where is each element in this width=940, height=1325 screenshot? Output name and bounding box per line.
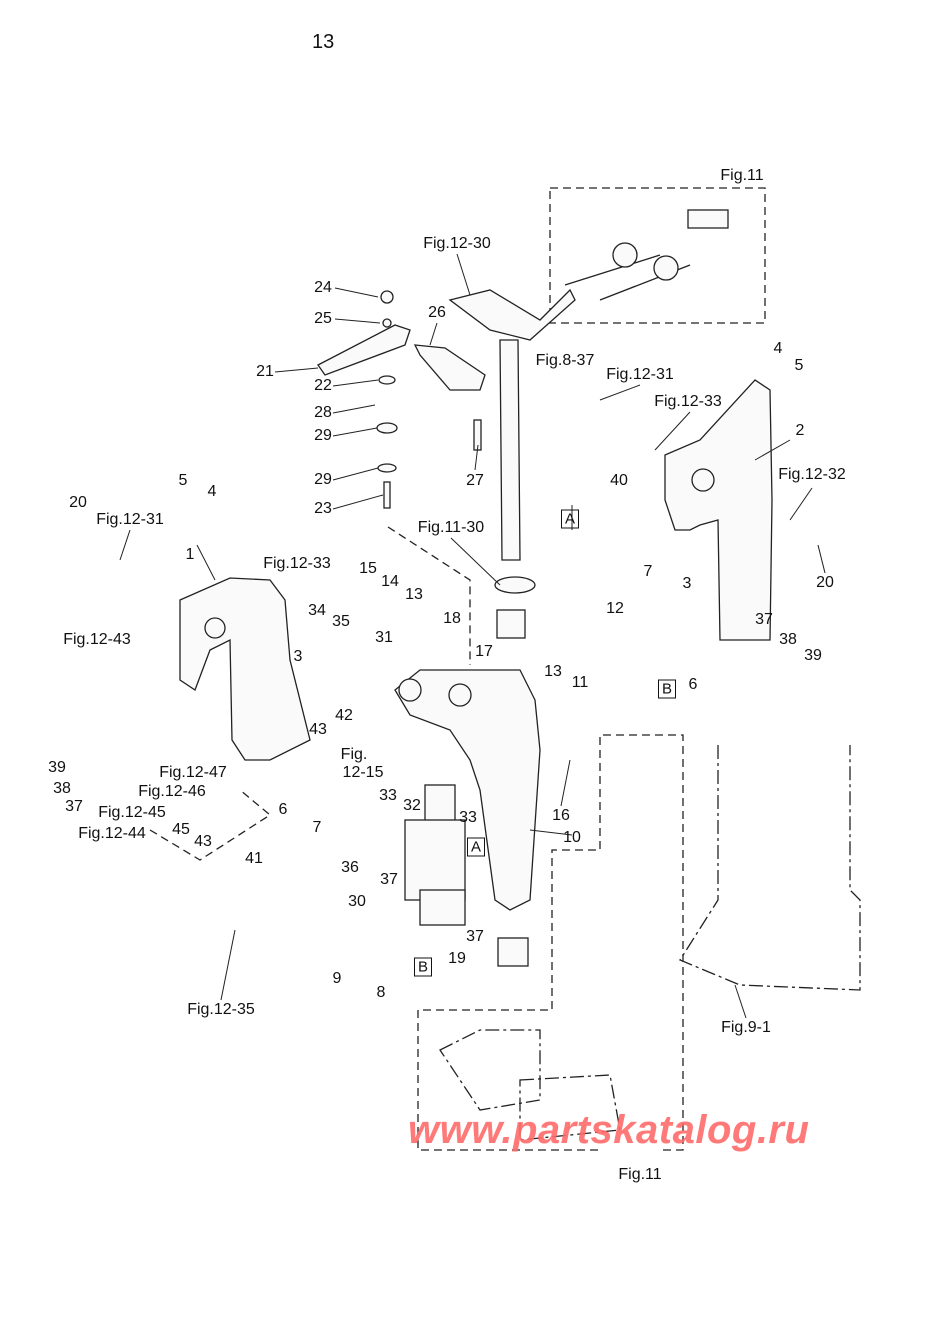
part-number-callout: 3 (293, 648, 303, 665)
part-number-callout: 15 (359, 560, 377, 577)
part-number-callout: 33 (379, 787, 397, 804)
part-number-callout: 10 (563, 829, 581, 846)
part-number-callout: 37 (65, 798, 83, 815)
part-number-callout: 26 (428, 304, 446, 321)
part-number-callout: 17 (475, 643, 493, 660)
part-number-callout: 8 (376, 984, 386, 1001)
part-number-callout: 12-15 (342, 764, 384, 781)
figure-reference-label: Fig.12-43 (63, 631, 131, 648)
figure-reference-label: Fig.12-30 (423, 235, 491, 252)
part-number-callout: 9 (332, 970, 342, 987)
figure-reference-label: Fig.9-1 (721, 1019, 771, 1036)
part-number-callout: 31 (375, 629, 393, 646)
part-number-callout: 27 (466, 472, 484, 489)
part-number-callout: 33 (459, 809, 477, 826)
figure-reference-label: Fig.11-30 (417, 519, 485, 536)
figure-reference-label: Fig.12-47 (159, 764, 227, 781)
part-number-callout: 24 (314, 279, 332, 296)
dashed-groups (149, 187, 766, 1151)
part-number-callout: 30 (348, 893, 366, 910)
part-number-callout: 40 (610, 472, 628, 489)
part-number-callout: 29 (314, 427, 332, 444)
part-number-callout: 14 (381, 573, 399, 590)
figure-reference-label: Fig.12-33 (263, 555, 331, 572)
swivel-bracket (394, 669, 541, 911)
figure-reference-label: Fig.11 (720, 167, 764, 184)
part-number-callout: 37 (755, 611, 773, 628)
figure-reference-label: Fig.12-44 (78, 825, 146, 842)
part-number-callout: 39 (804, 647, 822, 664)
part-number-callout: 20 (69, 494, 87, 511)
steering-arm (317, 290, 486, 509)
part-number-callout: 39 (48, 759, 66, 776)
part-number-callout: 43 (309, 721, 327, 738)
part-number-callout: 20 (816, 574, 834, 591)
part-number-callout: 43 (194, 833, 212, 850)
part-number-callout: 16 (552, 807, 570, 824)
watermark: www.partskatalog.ru (408, 1108, 810, 1152)
figure-reference-label: Fig.12-32 (778, 466, 846, 483)
part-number-callout: 2 (795, 422, 805, 439)
figure-reference-label: Fig.12-33 (654, 393, 722, 410)
connection-marker: A (466, 837, 486, 857)
part-number-callout: 5 (178, 472, 188, 489)
part-number-callout: 12 (606, 600, 624, 617)
part-number-callout: 7 (312, 819, 322, 836)
part-number-callout: 1 (185, 546, 195, 563)
part-number-callout: 25 (314, 310, 332, 327)
part-number-callout: 19 (448, 950, 466, 967)
part-number-callout: 36 (341, 859, 359, 876)
fig11-parts (564, 209, 729, 301)
part-number-callout: 11 (571, 674, 589, 691)
part-number-callout: 35 (332, 613, 350, 630)
part-number-callout: 45 (172, 821, 190, 838)
part-number-callout: 5 (794, 357, 804, 374)
connection-marker: B (657, 679, 677, 699)
transom-bracket-right (664, 379, 773, 641)
part-number-callout: 38 (53, 780, 71, 797)
part-number-callout: 38 (779, 631, 797, 648)
part-number-callout: 18 (443, 610, 461, 627)
lower-unit-outline (439, 745, 861, 1141)
connection-marker: A (560, 509, 580, 529)
figure-reference-label: Fig.12-46 (138, 783, 206, 800)
part-number-callout: 41 (245, 850, 263, 867)
part-number-callout: 6 (278, 801, 288, 818)
part-number-callout: 28 (314, 404, 332, 421)
figure-reference-label: Fig.12-31 (606, 366, 674, 383)
figure-reference-label: Fig.12-45 (98, 804, 166, 821)
page-number: 13 (312, 31, 335, 53)
part-number-callout: 42 (335, 707, 353, 724)
part-number-callout: 6 (688, 676, 698, 693)
connection-marker: B (413, 957, 433, 977)
figure-reference-label: Fig. (340, 746, 368, 763)
tilt-cylinder (404, 784, 466, 926)
part-number-callout: 34 (308, 602, 326, 619)
part-number-callout: 13 (544, 663, 562, 680)
transom-bracket-left (179, 577, 311, 761)
leader-lines (119, 253, 826, 1019)
part-number-callout: 37 (466, 928, 484, 945)
part-number-callout: 4 (207, 483, 217, 500)
figure-reference-label: Fig.12-31 (96, 511, 164, 528)
figure-reference-label: Fig.8-37 (535, 352, 595, 369)
part-number-callout: 3 (682, 575, 692, 592)
steering-shaft (448, 288, 576, 967)
part-number-callout: 32 (403, 797, 421, 814)
figure-reference-label: Fig.11 (618, 1166, 662, 1183)
part-number-callout: 4 (773, 340, 783, 357)
part-number-callout: 21 (256, 363, 274, 380)
part-number-callout: 22 (314, 377, 332, 394)
part-number-callout: 23 (314, 500, 332, 517)
part-number-callout: 37 (380, 871, 398, 888)
figure-reference-label: Fig.12-35 (187, 1001, 255, 1018)
part-number-callout: 13 (405, 586, 423, 603)
part-number-callout: 7 (643, 563, 653, 580)
part-number-callout: 29 (314, 471, 332, 488)
